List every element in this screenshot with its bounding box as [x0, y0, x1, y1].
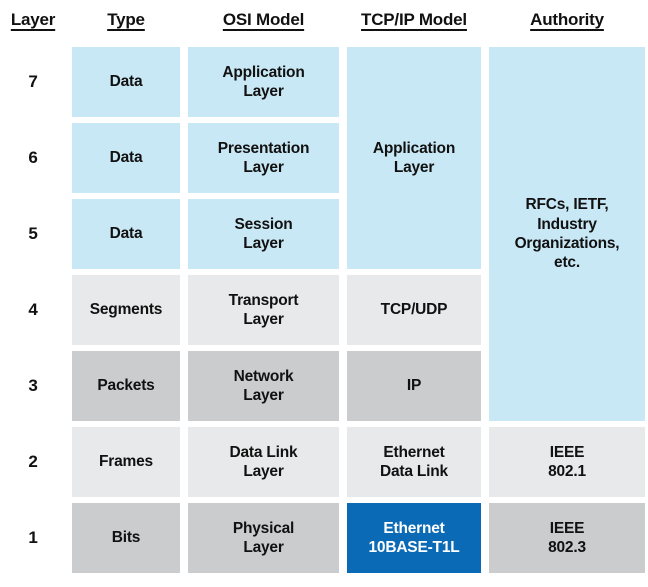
- osi-cell-physical: Physical Layer: [188, 503, 339, 573]
- osi-cell-datalink: Data Link Layer: [188, 427, 339, 497]
- layer-number-5: 5: [28, 224, 38, 244]
- type-cell-layer2: Frames: [72, 427, 180, 497]
- osi-cell-application: Application Layer: [188, 47, 339, 117]
- header-authority: Authority: [530, 10, 604, 29]
- model-table: 7 6 5 4 3 2 1 Data Data Data Segments Pa…: [2, 47, 645, 573]
- layer-number-4: 4: [28, 300, 38, 320]
- layer-number-7: 7: [28, 72, 38, 92]
- type-cell-layer7: Data: [72, 47, 180, 117]
- tcpip-cell-ip: IP: [347, 351, 481, 421]
- header-type: Type: [107, 10, 145, 29]
- header-tcpip-model: TCP/IP Model: [361, 10, 467, 29]
- tcpip-cell-application-merged: Application Layer: [347, 47, 481, 269]
- osi-cell-network: Network Layer: [188, 351, 339, 421]
- authority-cell-ieee-8023: IEEE 802.3: [489, 503, 645, 573]
- tcpip-cell-ethernet-datalink: Ethernet Data Link: [347, 427, 481, 497]
- type-cell-layer5: Data: [72, 199, 180, 269]
- header-osi-model: OSI Model: [222, 10, 305, 29]
- osi-cell-session: Session Layer: [188, 199, 339, 269]
- tcpip-cell-tcp-udp: TCP/UDP: [347, 275, 481, 345]
- type-cell-layer1: Bits: [72, 503, 180, 573]
- type-cell-layer4: Segments: [72, 275, 180, 345]
- authority-cell-ieee-8021: IEEE 802.1: [489, 427, 645, 497]
- type-cell-layer6: Data: [72, 123, 180, 193]
- tcpip-cell-ethernet-10base-t1l: Ethernet 10BASE-T1L: [347, 503, 481, 573]
- layer-number-1: 1: [28, 528, 38, 548]
- authority-cell-rfcs-merged: RFCs, IETF, Industry Organizations, etc.: [489, 47, 645, 421]
- osi-cell-presentation: Presentation Layer: [188, 123, 339, 193]
- layer-number-2: 2: [28, 452, 38, 472]
- header-layer: Layer: [10, 10, 56, 29]
- osi-cell-transport: Transport Layer: [188, 275, 339, 345]
- layer-number-6: 6: [28, 148, 38, 168]
- header-row: Layer Type OSI Model TCP/IP Model Author…: [2, 10, 645, 30]
- type-cell-layer3: Packets: [72, 351, 180, 421]
- layer-number-3: 3: [28, 376, 38, 396]
